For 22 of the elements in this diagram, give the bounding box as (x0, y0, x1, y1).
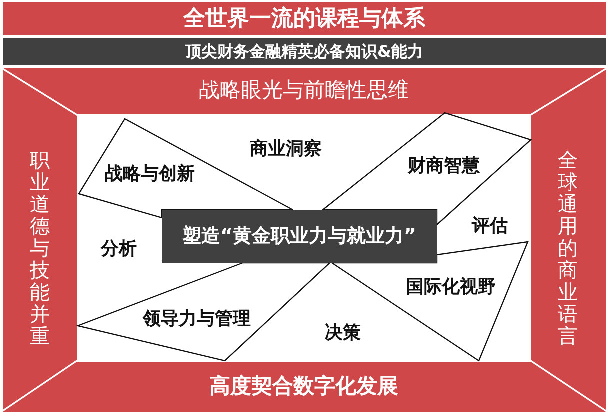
top-panel (3, 68, 606, 114)
title-banner (3, 2, 606, 35)
banner-title: 全世界一流的课程与体系 (184, 6, 426, 32)
panel-text: 职业道德与技能并重 (30, 149, 50, 347)
keyword-text: 决策 (325, 324, 361, 344)
bottom-panel (3, 362, 606, 412)
center-box-text: 塑造“黄金职业力与就业力” (182, 226, 416, 248)
keyword-text: 评估 (472, 216, 508, 238)
polygon-text: 战略与创新 (105, 164, 195, 186)
center-box (162, 210, 437, 263)
polygon-text: 领导力与管理 (143, 310, 251, 330)
right-panel (531, 70, 606, 410)
subtitle-bar (3, 38, 606, 65)
keyword-text: 分析 (101, 240, 137, 260)
polygon-text: 国际化视野 (406, 278, 496, 298)
panel-text: 全球通用的商业语言 (558, 149, 578, 347)
panel-text: 战略眼光与前瞻性思维 (199, 78, 409, 102)
keyword-text: 商业洞察 (250, 140, 322, 160)
panel-text: 高度契合数字化发展 (210, 374, 398, 398)
polygon-text: 财商智慧 (408, 156, 480, 178)
left-panel (3, 70, 77, 410)
subtitle-text: 顶尖财务金融精英必备知识&能力 (186, 42, 424, 61)
